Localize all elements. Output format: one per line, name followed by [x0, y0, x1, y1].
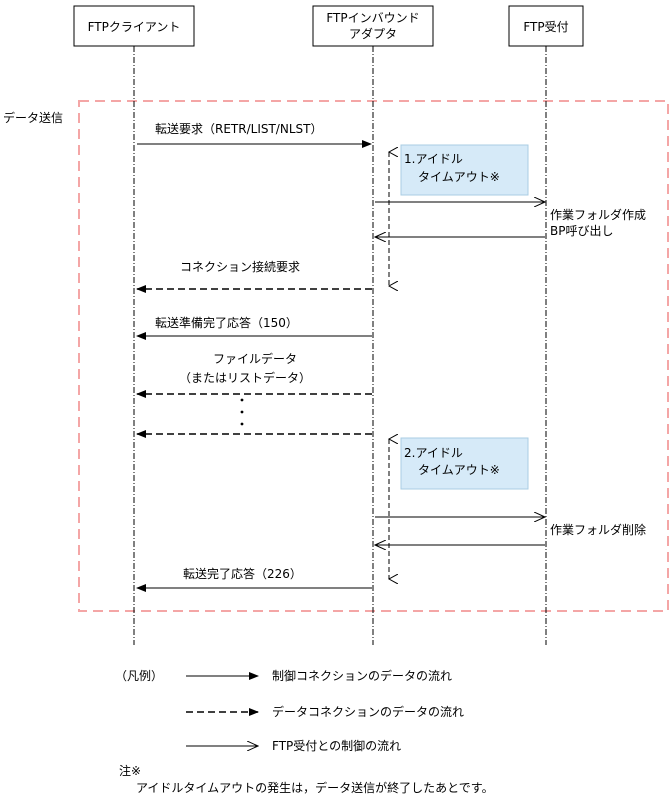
idle-timeout-2-label-1: 2.アイドル	[404, 446, 463, 460]
file-data-label-2: （またはリストデータ）	[179, 370, 311, 385]
legend-data-label: データコネクションのデータの流れ	[272, 704, 464, 719]
transfer-ready-label: 転送準備完了応答（150）	[155, 315, 298, 330]
continuation-dot	[240, 410, 244, 414]
bp-call-label: BP呼び出し	[550, 224, 613, 238]
participant-reception-label: FTP受付	[523, 20, 568, 34]
note-text: アイドルタイムアウトの発生は，データ送信が終了したあとです。	[136, 780, 494, 795]
create-folder-label: 作業フォルダ作成	[550, 207, 646, 222]
legend-title: （凡例）	[115, 669, 163, 683]
file-data-label-1: ファイルデータ	[213, 351, 297, 366]
continuation-dot	[240, 422, 244, 426]
transfer-complete-label: 転送完了応答（226）	[183, 566, 302, 581]
idle-timeout-1-label-2: タイムアウト※	[418, 170, 500, 184]
idle-timeout-2-label-2: タイムアウト※	[418, 463, 500, 477]
connection-request-label: コネクション接続要求	[180, 259, 300, 274]
participant-adapter-label-2: アダプタ	[349, 26, 397, 41]
legend-reception-label: FTP受付との制御の流れ	[272, 738, 401, 753]
participant-adapter-label-1: FTPインバウンド	[326, 11, 419, 25]
participant-client-label: FTPクライアント	[88, 20, 181, 34]
participant-adapter-box	[312, 5, 434, 47]
idle-timeout-2-box	[400, 437, 529, 490]
note-mark: 注※	[119, 763, 141, 778]
continuation-dot	[240, 398, 244, 402]
idle-timeout-1-box	[400, 144, 529, 196]
transfer-request-label: 転送要求（RETR/LIST/NLST）	[155, 121, 322, 136]
legend-control-label: 制御コネクションのデータの流れ	[272, 668, 452, 683]
section-label: データ送信	[3, 110, 63, 125]
delete-folder-label: 作業フォルダ削除	[550, 522, 646, 537]
idle-timeout-1-label-1: 1.アイドル	[404, 152, 463, 166]
